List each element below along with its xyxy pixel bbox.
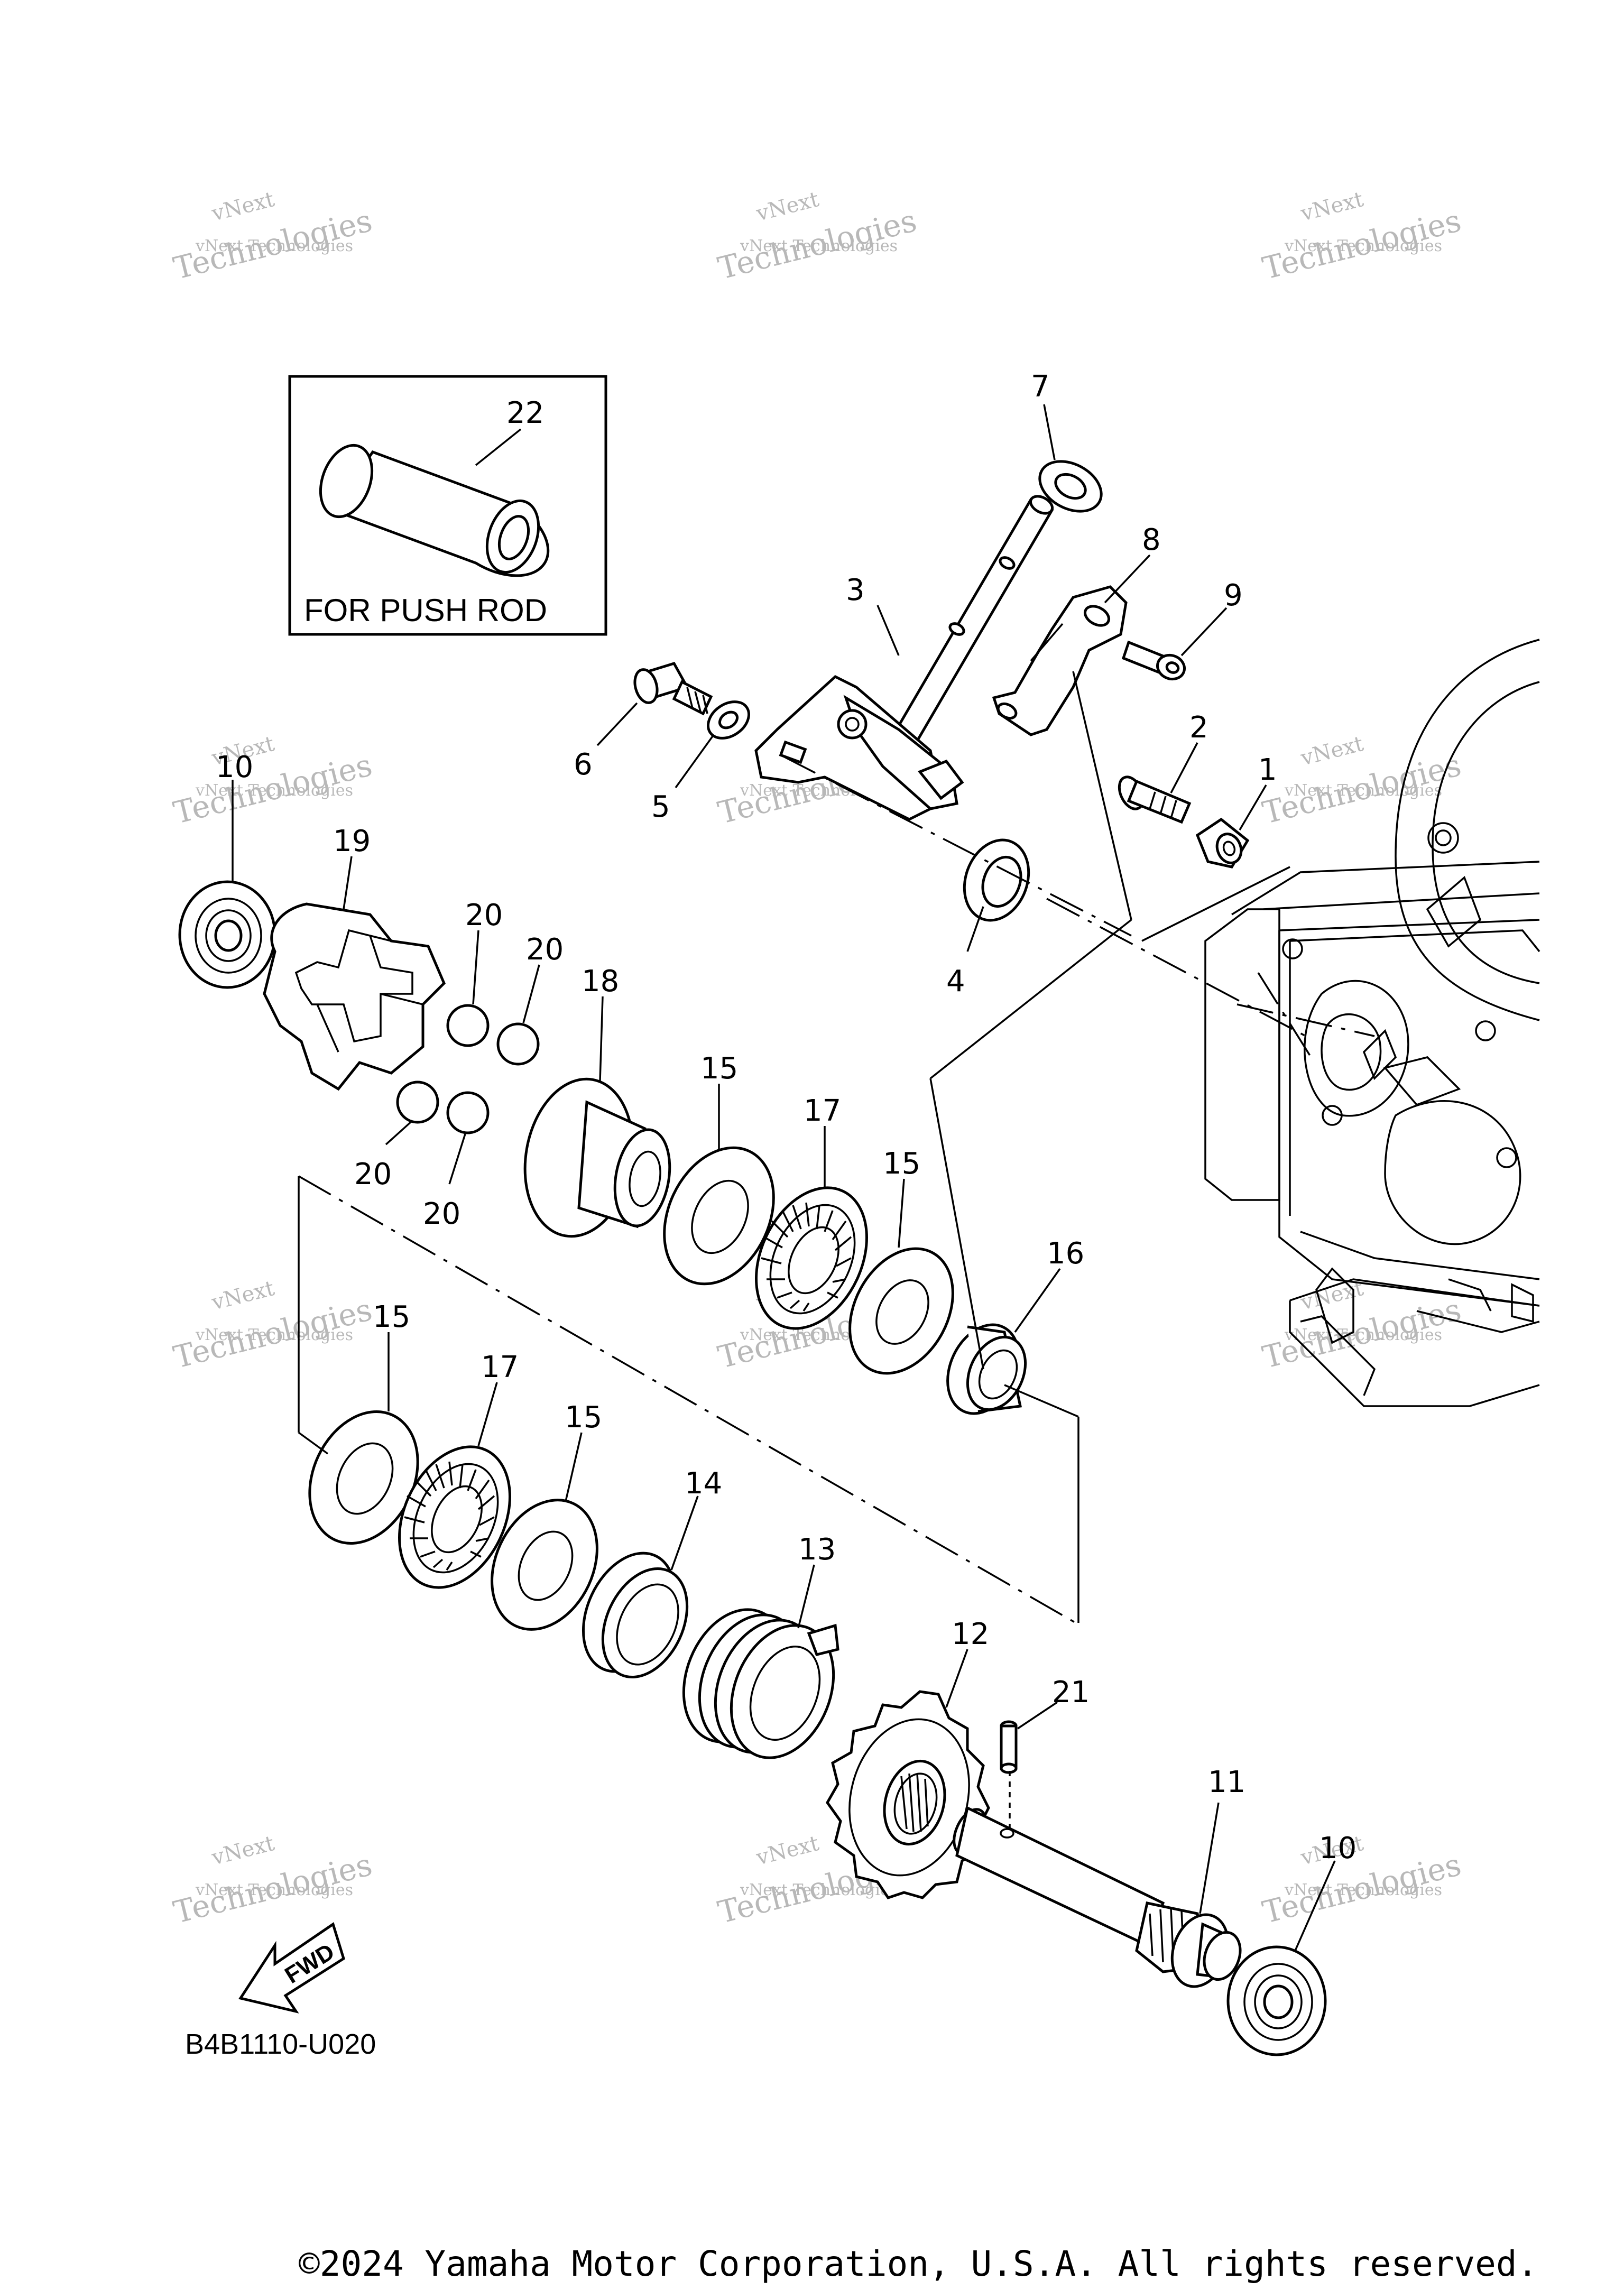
watermark: vNext vNext Technologies Technologies [170,1276,375,1375]
svg-text:Technologies: Technologies [714,202,920,287]
kick-shaft-assembly [178,880,1327,2056]
part-20-balls [396,1004,540,1134]
callout-8: 8 [1142,523,1161,557]
callout-14: 14 [685,1466,722,1501]
part-14-spring-guide [582,1552,689,1679]
part-15-washer-d [491,1499,598,1631]
part-18-spacer-collar [523,1077,671,1238]
svg-text:Technologies: Technologies [170,1291,375,1375]
callout-21: 21 [1052,1675,1090,1710]
callout-18: 18 [582,964,619,999]
callout-17-b: 17 [481,1350,519,1384]
engine-crankcase [1204,639,1540,1407]
part-15-washer-b [848,1247,954,1375]
svg-text:vNext Technologies: vNext Technologies [740,237,898,255]
part-13-torsion-spring [682,1608,839,1759]
svg-text:Technologies: Technologies [170,202,375,287]
part-8-lever-bracket [992,585,1128,736]
svg-text:vNext: vNext [1298,187,1365,226]
callout-15-c: 15 [373,1300,410,1334]
watermark: vNext vNext Technologies Technologies [170,187,375,287]
part-4-oil-seal [963,838,1030,922]
callout-20-c: 20 [354,1157,392,1192]
callout-20-b: 20 [526,932,564,967]
svg-text:Technologies: Technologies [1259,202,1464,287]
callout-20-d: 20 [423,1197,460,1231]
callout-22: 22 [506,396,544,430]
svg-text:vNext Technologies: vNext Technologies [195,1326,353,1344]
callout-16: 16 [1047,1236,1084,1271]
callout-6: 6 [574,747,593,782]
part-21-pin [1000,1720,1018,1774]
svg-text:vNext Technologies: vNext Technologies [195,781,353,800]
inset-box-label: FOR PUSH ROD [304,593,547,628]
part-17-thrust-bearing-b [398,1445,511,1589]
push-lever-assembly [633,460,1250,922]
callout-4: 4 [946,964,965,999]
callout-17-a: 17 [804,1094,841,1128]
part-6-flange-bolt [633,662,713,716]
part-3-push-lever-shaft [754,495,1054,821]
callout-7: 7 [1031,370,1050,404]
svg-text:vNext: vNext [1298,732,1365,771]
svg-text:vNext Technologies: vNext Technologies [195,1881,353,1899]
callout-12: 12 [952,1617,989,1651]
part-1-collar [1195,817,1250,869]
svg-text:Technologies: Technologies [1259,1846,1464,1931]
svg-text:vNext Technologies: vNext Technologies [195,237,353,255]
svg-text:vNext: vNext [209,1831,276,1870]
watermark: vNext vNext Technologies Technologies [714,187,920,287]
part-19-ratchet-guide [263,902,446,1091]
callout-20-a: 20 [465,898,503,932]
part-12-kick-gear [826,1690,990,1899]
callouts: 1 2 3 4 5 6 7 8 9 10 10 11 12 13 14 15 1 [216,370,1357,1951]
callout-2: 2 [1189,710,1208,745]
svg-text:vNext Technologies: vNext Technologies [740,1881,898,1899]
callout-11: 11 [1208,1765,1245,1799]
diagram-code: B4B1110-U020 [185,2028,376,2060]
callout-3: 3 [846,573,865,607]
callout-13: 13 [798,1532,836,1567]
svg-text:vNext Technologies: vNext Technologies [1284,237,1442,255]
svg-text:Technologies: Technologies [170,747,375,831]
callout-1: 1 [1258,753,1277,787]
inset-box: 22 FOR PUSH ROD [288,375,607,636]
assembly-lines [298,671,1306,1829]
part-2-bolt [1118,775,1192,824]
watermark: vNext vNext Technologies Technologies [170,1831,375,1931]
part-7-oil-seal [1038,460,1103,513]
callout-19: 19 [333,824,371,858]
callout-15-d: 15 [565,1400,602,1435]
callout-5: 5 [651,790,670,824]
part-11-kick-shaft [953,1806,1242,1988]
svg-text:vNext: vNext [753,187,821,226]
callout-15-b: 15 [883,1147,920,1181]
part-9-bolt [1121,640,1186,681]
svg-text:vNext: vNext [753,1831,821,1870]
copyright-notice: ©2024 Yamaha Motor Corporation, U.S.A. A… [299,2243,1538,2284]
part-5-washer [707,700,750,740]
watermark: vNext vNext Technologies Technologies [170,732,375,831]
svg-text:vNext Technologies: vNext Technologies [1284,1881,1442,1899]
part-17-thrust-bearing-a [755,1186,868,1330]
callout-10-left: 10 [216,750,253,784]
callout-9: 9 [1224,578,1243,613]
watermark: vNext vNext Technologies Technologies [1259,187,1464,287]
svg-text:vNext: vNext [209,187,276,226]
callout-15-a: 15 [700,1051,738,1086]
svg-text:Technologies: Technologies [170,1846,375,1931]
watermark: vNext vNext Technologies Technologies [1259,1831,1464,1931]
callout-10-right: 10 [1319,1831,1357,1866]
part-16-bushing [946,1323,1027,1415]
part-10-bearing-right [1226,1945,1327,2056]
svg-text:vNext Technologies: vNext Technologies [1284,781,1442,800]
part-22-push-rod-collar [319,444,550,577]
svg-text:vNext Technologies: vNext Technologies [1284,1326,1442,1344]
fwd-arrow-icon: FWD [238,1922,345,2014]
svg-text:vNext: vNext [209,1276,276,1315]
part-10-bearing-left [178,880,276,989]
